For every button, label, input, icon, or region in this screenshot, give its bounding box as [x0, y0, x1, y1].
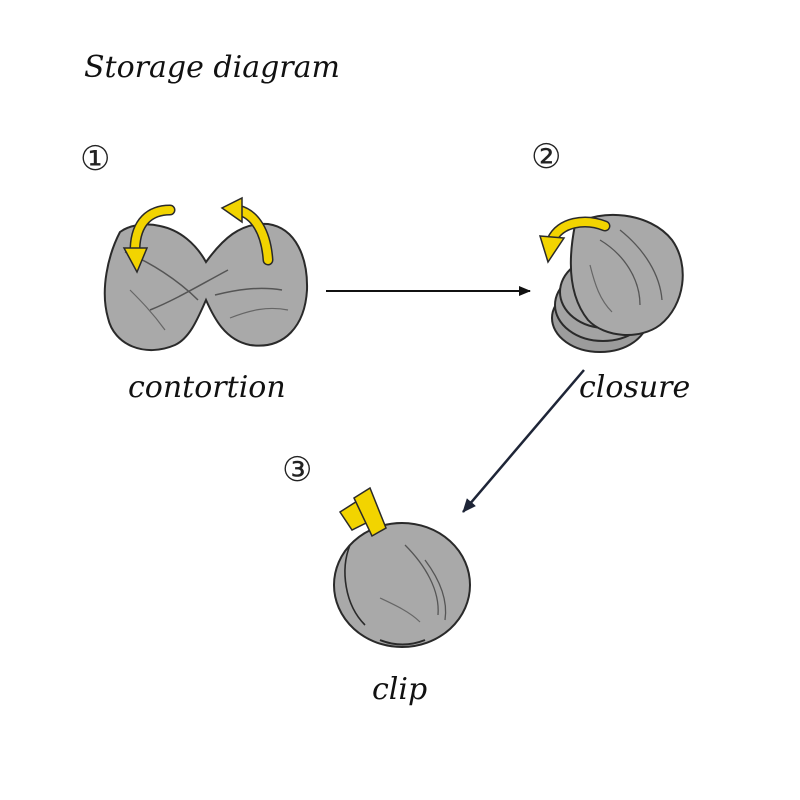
- closure-pouch-illustration: [538, 213, 684, 353]
- step-3-number: ③: [282, 450, 313, 490]
- step-1-number: ①: [80, 139, 111, 179]
- step-2-label: closure: [579, 370, 691, 405]
- step-2-number: ②: [531, 137, 562, 177]
- diagram-title: Storage diagram: [84, 50, 340, 85]
- step-1-label: contortion: [128, 370, 286, 405]
- clip-pouch-illustration: [333, 486, 471, 648]
- contortion-pouch-illustration: [103, 196, 309, 352]
- flow-arrow-to-clip: [462, 369, 585, 513]
- step-3-label: clip: [372, 672, 428, 707]
